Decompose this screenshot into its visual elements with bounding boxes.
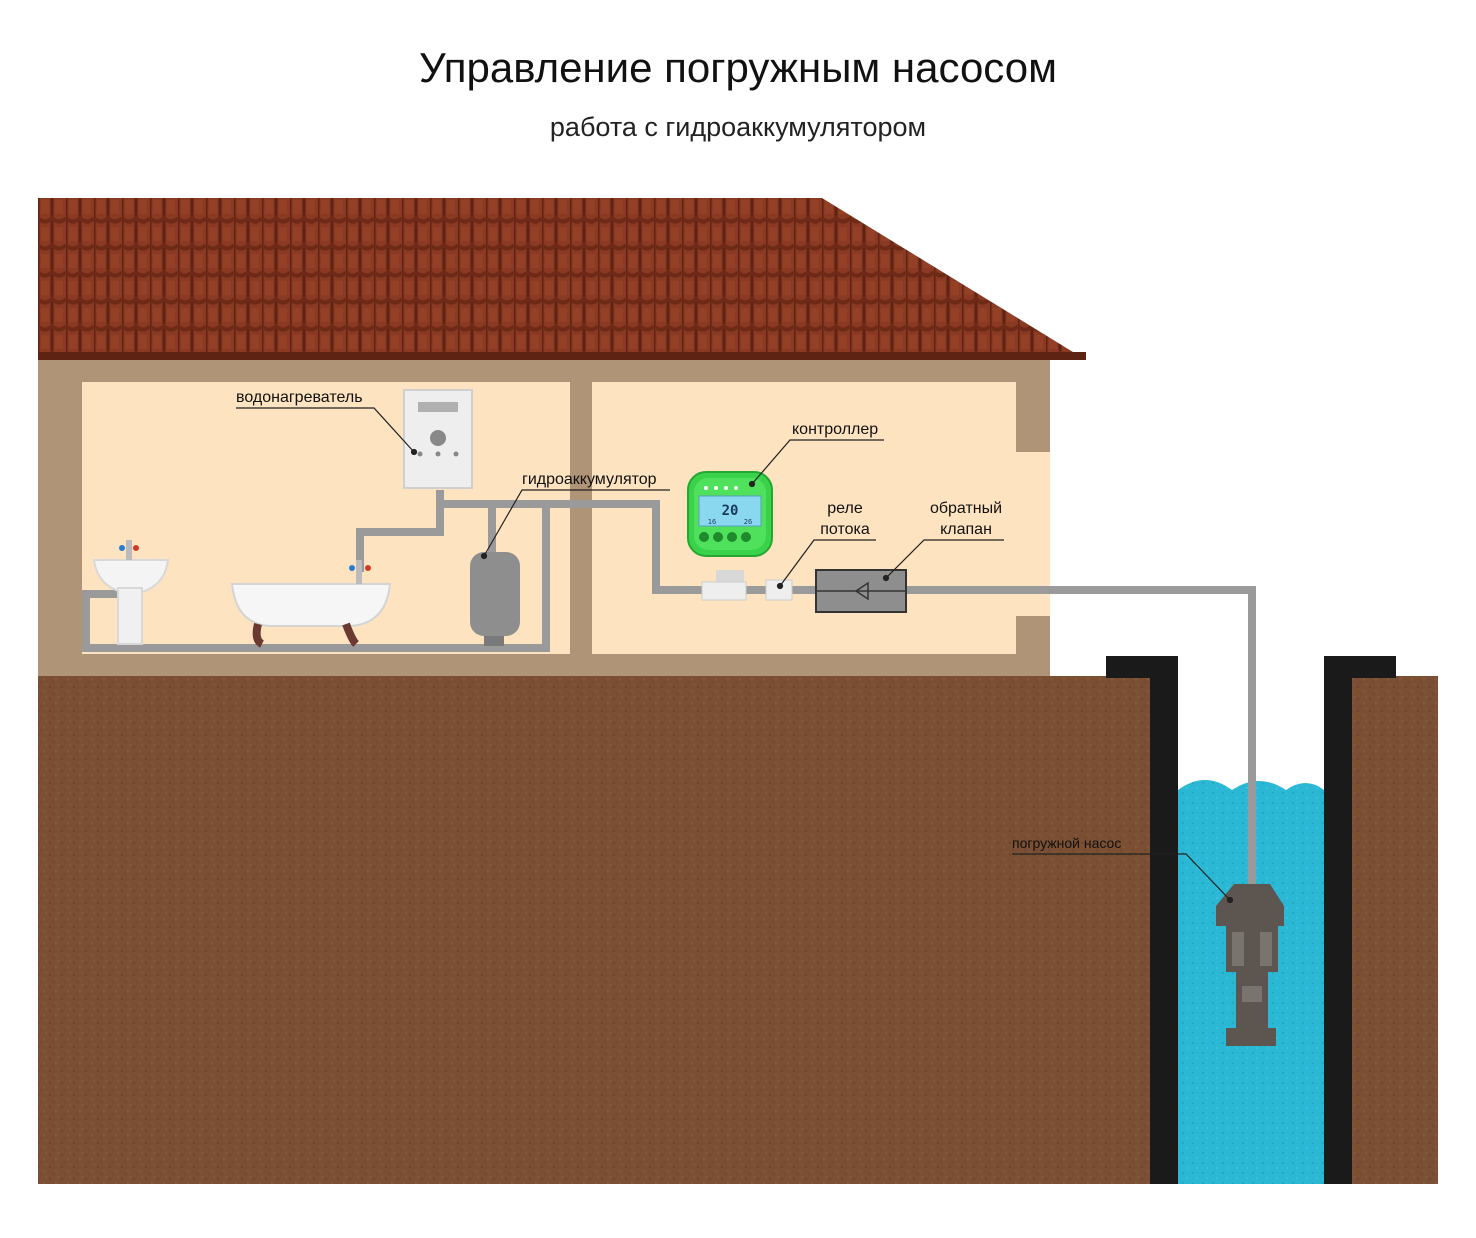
arrow-up-icon: [727, 532, 737, 542]
flow-relay: [765, 579, 793, 601]
label-submersible-pump: погружной насос: [1012, 835, 1121, 851]
accumulator-tank: [470, 552, 520, 646]
well-casing-left: [1150, 656, 1178, 1184]
leader-lines: [236, 407, 1234, 904]
ground: [38, 676, 1438, 1184]
sink: [92, 540, 170, 645]
arrow-down-icon: [713, 532, 723, 542]
controller-right-value: 26: [744, 518, 752, 526]
controller-left-value: 16: [708, 518, 716, 526]
back-icon: [741, 532, 751, 542]
water-heater: [403, 389, 473, 489]
label-water-heater: водонагреватель: [236, 389, 363, 406]
roof: [38, 198, 1086, 360]
controller: 20 16 26: [687, 471, 773, 601]
page-title: Управление погружным насосом: [418, 44, 1058, 91]
label-accumulator: гидроаккумулятор: [522, 471, 657, 488]
label-flow-relay-2: потока: [820, 521, 870, 538]
controller-main-value: 20: [722, 503, 739, 519]
bathtub: [230, 560, 392, 648]
label-check-valve-1: обратный: [930, 500, 1002, 517]
gear-icon: [699, 532, 709, 542]
controller-lcd: [698, 495, 762, 527]
label-flow-relay-1: реле: [827, 500, 863, 517]
check-valve: [815, 569, 907, 613]
label-controller: контроллер: [792, 421, 878, 438]
house: [38, 360, 1050, 676]
submersible-pump: [1216, 884, 1284, 1046]
well-casing-right: [1324, 656, 1352, 1184]
page-subtitle: работа с гидроаккумулятором: [549, 112, 927, 142]
technical-room: [592, 382, 1016, 654]
label-check-valve-2: клапан: [940, 521, 992, 538]
controller-buttons: [699, 532, 751, 542]
